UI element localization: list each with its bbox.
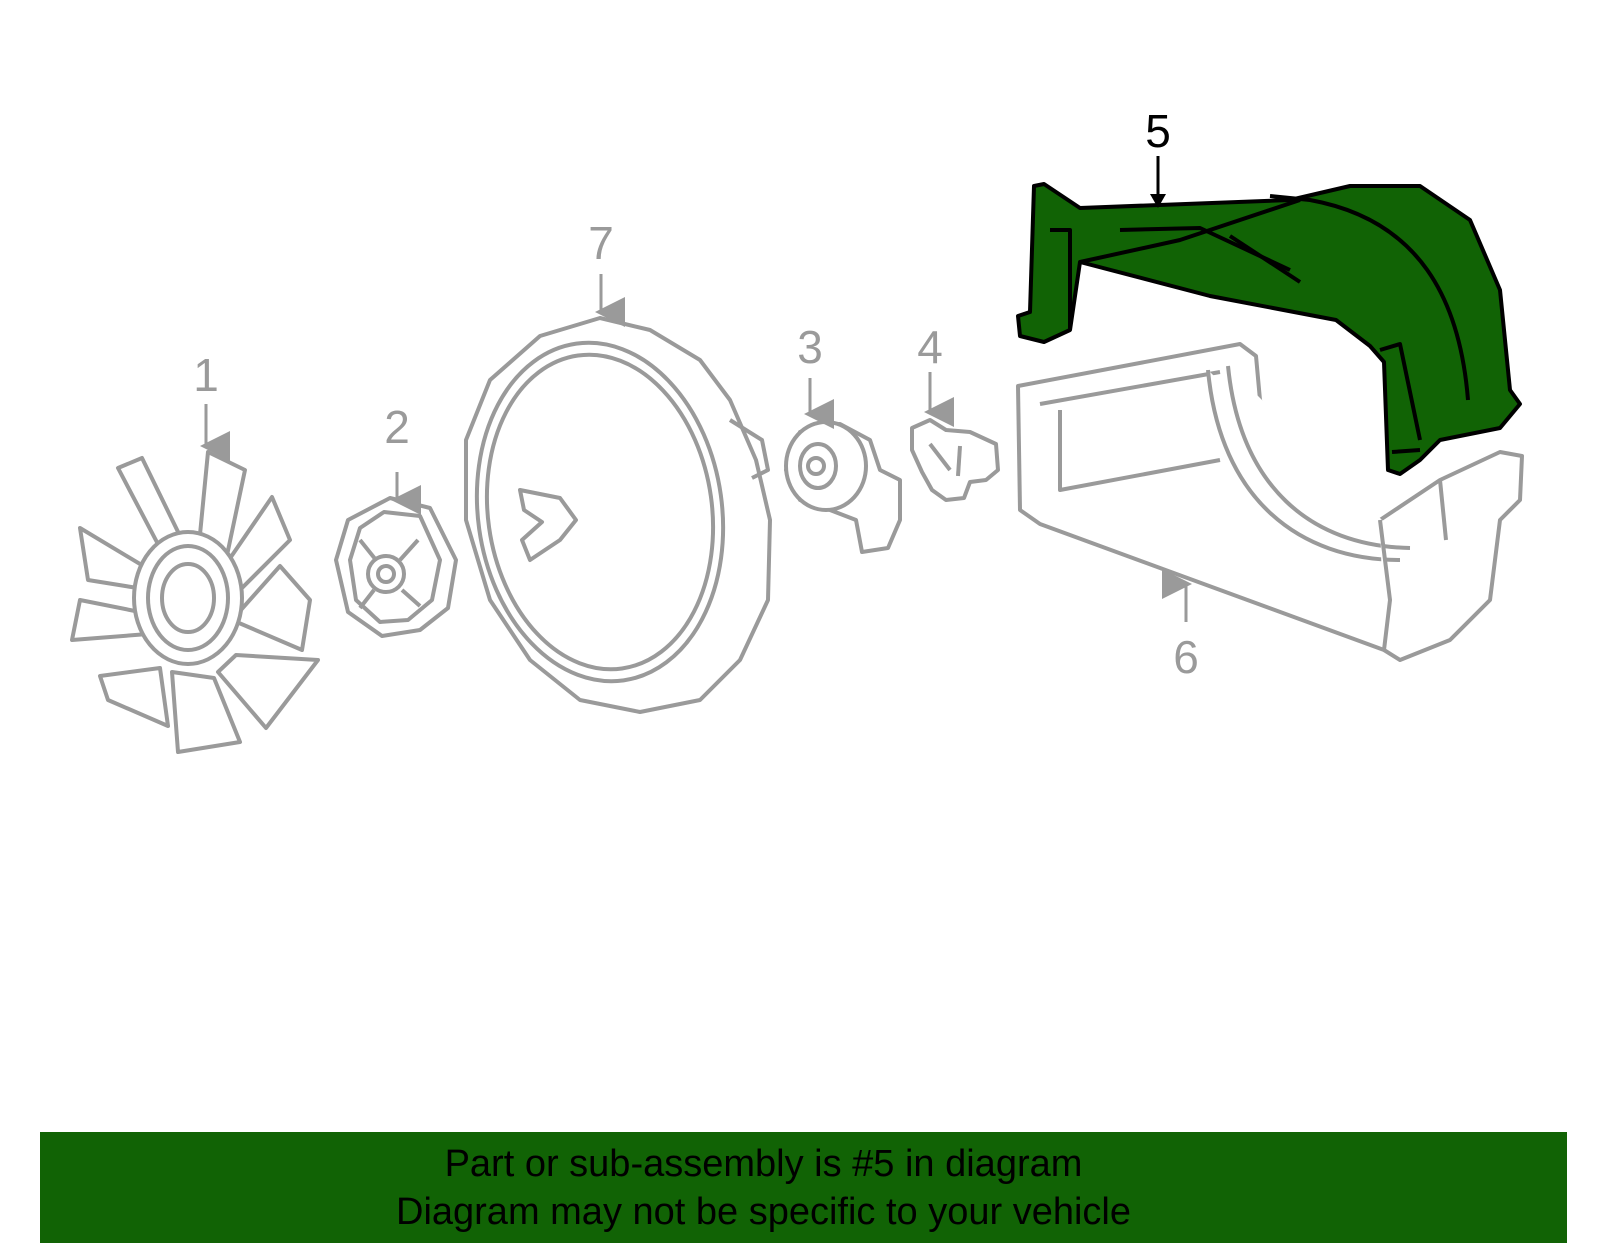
part-6-lower-shroud (1016, 342, 1524, 662)
banner-line-1: Part or sub-assembly is #5 in diagram (444, 1143, 1083, 1185)
part-2-fan-clutch (334, 496, 458, 638)
part-1-fan-blade (70, 450, 320, 754)
callout-7: 7 (588, 217, 614, 269)
callout-1: 1 (193, 349, 219, 401)
callout-6: 6 (1173, 631, 1199, 683)
part-5-upper-shroud (1016, 182, 1522, 476)
part-5-arrowhead (1150, 194, 1166, 208)
banner-line-2: Diagram may not be specific to your vehi… (396, 1191, 1131, 1233)
callout-3: 3 (797, 321, 823, 373)
info-banner: Part or sub-assembly is #5 in diagram Di… (40, 1132, 1567, 1243)
part-7-shroud-ring (464, 316, 772, 714)
part-4-bracket (910, 418, 1000, 502)
callout-5: 5 (1145, 105, 1171, 157)
callout-2: 2 (384, 401, 410, 453)
callout-4: 4 (917, 321, 943, 373)
part-3-water-pump (784, 420, 902, 554)
